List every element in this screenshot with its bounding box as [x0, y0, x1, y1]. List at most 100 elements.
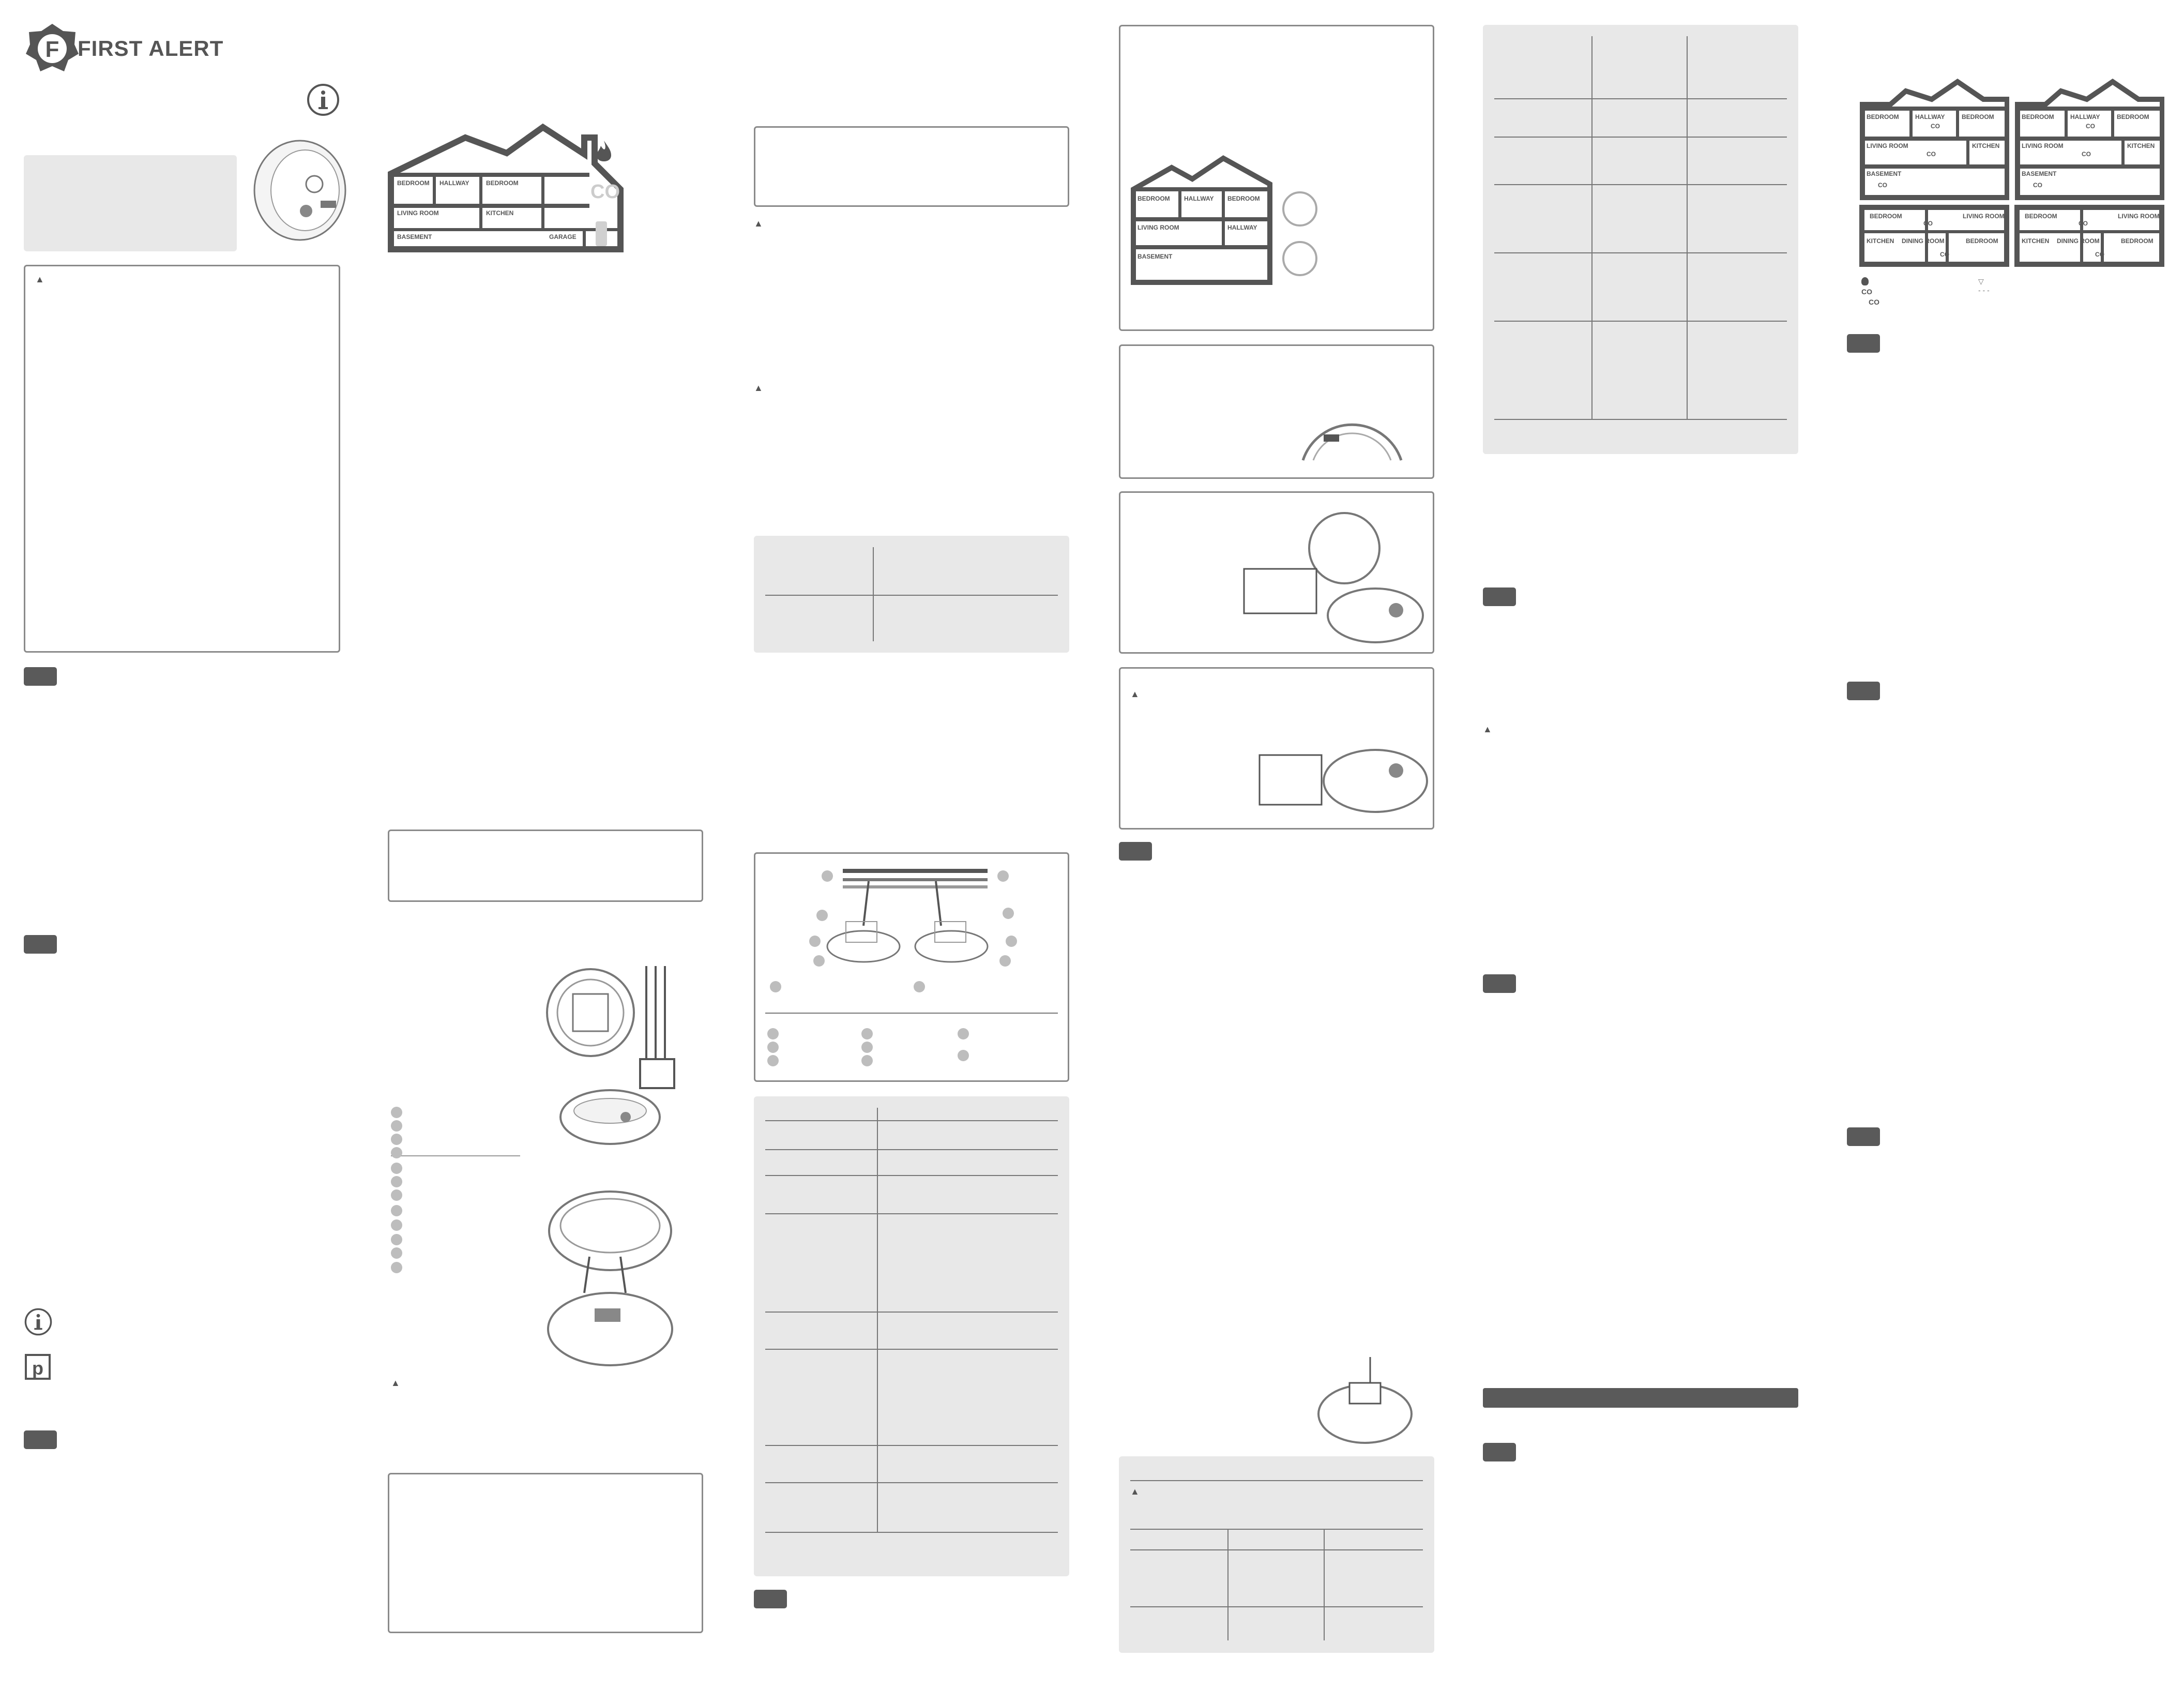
detector-icon	[596, 221, 607, 246]
legend-marker	[861, 1028, 873, 1039]
table-divider	[1591, 36, 1593, 419]
note-box-panel2-bottom	[388, 1473, 703, 1633]
callout-marker	[391, 1176, 402, 1187]
table-divider	[1324, 1529, 1325, 1640]
callout-marker	[391, 1147, 402, 1158]
legend-co: CO	[1861, 288, 1872, 296]
info-icon	[306, 83, 340, 119]
section-tag-3	[24, 1430, 57, 1449]
table-row-line	[1494, 321, 1787, 322]
room-label: LIVING ROOM	[2022, 142, 2064, 149]
section-tag-5	[1119, 842, 1152, 861]
table-row-line	[765, 1532, 1058, 1533]
warning-triangle-icon: ▲	[1130, 1486, 1140, 1497]
room-label: HALLWAY	[1915, 113, 1945, 120]
callout-line	[391, 1155, 520, 1156]
room-label: BEDROOM	[2117, 113, 2149, 120]
table-row-line	[1130, 1480, 1423, 1481]
legend-divider	[765, 1013, 1058, 1014]
legend-marker	[958, 1028, 969, 1039]
co-marker: CO	[2086, 123, 2095, 130]
room-label: KITCHEN	[2127, 142, 2155, 149]
warning-triangle-icon: ▲	[754, 383, 763, 393]
section-tag-9	[1847, 334, 1880, 353]
table-row-line	[765, 1149, 1058, 1150]
room-label: BEDROOM	[2022, 113, 2054, 120]
room-label: BEDROOM	[1867, 113, 1899, 120]
spec-table-panel3	[754, 1096, 1069, 1576]
ranch-diagram-a: BEDROOM LIVING ROOM KITCHEN DINING ROOM …	[1859, 205, 2009, 269]
room-label: LIVING ROOM	[2118, 213, 2160, 220]
co-marker: CO	[1931, 123, 1940, 130]
warning-triangle-icon: ▲	[1130, 689, 1140, 699]
co-marker: CO	[2079, 220, 2088, 227]
room-label: BEDROOM	[1962, 113, 1994, 120]
room-label: BEDROOM	[1870, 213, 1902, 220]
section-tag-1	[24, 667, 57, 686]
ranch-diagram-b: BEDROOM LIVING ROOM KITCHEN DINING ROOM …	[2014, 205, 2164, 269]
logo-emblem-icon: F	[26, 24, 79, 71]
co-marker: CO	[2095, 251, 2104, 258]
brand-logo: F FIRST ALERT	[24, 22, 241, 73]
table-divider	[1687, 36, 1688, 419]
detector-alarm-icon-2	[1282, 241, 1317, 276]
table-row-line	[765, 1120, 1058, 1121]
installation-step-image	[1241, 507, 1427, 649]
callout-marker	[391, 1234, 402, 1245]
pdf-icon: p	[24, 1353, 52, 1383]
callout-marker	[391, 1120, 402, 1132]
co-marker: CO	[1927, 150, 1936, 158]
table-row-line	[1130, 1606, 1423, 1607]
room-label: KITCHEN	[2022, 237, 2049, 245]
mounting-plate-diagram	[543, 956, 693, 1093]
legend-marker	[861, 1042, 873, 1053]
room-label: BEDROOM	[486, 179, 519, 187]
intro-gray-box	[24, 155, 237, 251]
detector-product-image	[248, 139, 346, 245]
room-label: DINING ROOM	[1902, 237, 1945, 245]
smoke-flame-icon	[594, 140, 614, 165]
info-icon	[24, 1307, 53, 1339]
smoke-flame-icon	[1861, 277, 1869, 285]
room-label: DINING ROOM	[2057, 237, 2100, 245]
co-legend-label: CO	[590, 181, 620, 203]
room-label: KITCHEN	[1972, 142, 1999, 149]
room-label: BEDROOM	[1138, 195, 1170, 202]
warning-triangle-icon: ▲	[391, 1378, 400, 1388]
room-label: KITCHEN	[486, 209, 513, 217]
table-row-line	[1130, 1529, 1423, 1530]
section-header-bar	[1483, 1388, 1798, 1408]
room-label: HALLWAY	[2070, 113, 2100, 120]
room-label: BEDROOM	[1227, 195, 1260, 202]
section-tag-7	[1483, 974, 1516, 993]
table-row-line	[765, 1213, 1058, 1214]
table-row-line	[765, 1175, 1058, 1176]
table-row-line	[1494, 252, 1787, 253]
section-tag-10	[1847, 682, 1880, 700]
svg-text:p: p	[32, 1358, 43, 1379]
warning-triangle-icon: ▲	[1483, 724, 1492, 734]
room-label: HALLWAY	[439, 179, 469, 187]
table-panel3-small	[754, 536, 1069, 653]
legend-marker	[767, 1042, 779, 1053]
callout-marker	[391, 1134, 402, 1145]
exploded-detector-diagram	[517, 1086, 693, 1378]
note-box-panel3	[754, 126, 1069, 207]
diagram-legend: CO CO	[1861, 277, 1985, 313]
room-label: BASEMENT	[397, 233, 432, 240]
table-panel4	[1119, 1456, 1434, 1653]
room-label: BEDROOM	[1966, 237, 1998, 245]
room-label: GARAGE	[549, 233, 577, 240]
wiring-diagram-box	[754, 852, 1069, 1082]
callout-marker	[391, 1262, 402, 1273]
room-label: KITCHEN	[1867, 237, 1894, 245]
warning-box-1	[24, 265, 340, 653]
note-box-panel2	[388, 830, 703, 902]
co-marker: CO	[1878, 182, 1887, 189]
room-label: BASEMENT	[2022, 170, 2057, 177]
co-marker: CO	[2033, 182, 2042, 189]
room-label: BEDROOM	[2121, 237, 2153, 245]
callout-marker	[391, 1107, 402, 1118]
room-label: LIVING ROOM	[1867, 142, 1908, 149]
warning-triangle-icon: ▲	[754, 218, 763, 229]
